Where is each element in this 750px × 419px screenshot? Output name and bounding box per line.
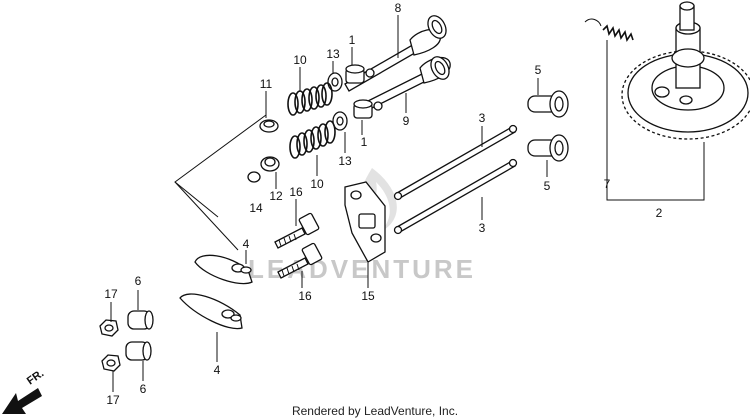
front-label: FR. <box>25 367 46 387</box>
callout-13: 13 <box>338 154 352 168</box>
exhaust-valve <box>365 56 451 110</box>
valve-spring-lower <box>289 120 336 159</box>
callout-14: 14 <box>249 201 263 215</box>
callout-3: 3 <box>479 221 486 235</box>
footer-credit: Rendered by LeadVenture, Inc. <box>292 404 458 418</box>
rocker-arm-lower <box>179 293 243 330</box>
callout-5: 5 <box>544 179 551 193</box>
callout-15: 15 <box>361 289 375 303</box>
valve-seat-11 <box>259 119 279 133</box>
push-rod-guide-plate <box>344 181 386 263</box>
callout-11: 11 <box>260 77 273 91</box>
callout-3: 3 <box>479 111 486 125</box>
callout-12: 12 <box>269 189 283 203</box>
valve-retainer-lower <box>353 99 383 119</box>
callout-6: 6 <box>140 382 147 396</box>
group-bracket-right <box>606 40 705 201</box>
push-rod-lower <box>393 158 518 235</box>
valve-cap-14 <box>247 171 261 183</box>
callout-16: 16 <box>289 185 303 199</box>
valve-lifter-lower <box>527 134 569 162</box>
valve-spring-upper <box>287 82 333 116</box>
valve-seal-12 <box>260 156 280 172</box>
collar-upper <box>127 310 154 330</box>
callout-8: 8 <box>395 1 402 15</box>
nut-lower <box>101 354 121 372</box>
push-rod-upper <box>393 124 518 201</box>
spring-seat-lower <box>332 111 348 131</box>
callout-17: 17 <box>106 393 120 407</box>
group-bracket-left <box>174 114 267 251</box>
callout-17: 17 <box>104 287 118 301</box>
collar-lower <box>125 341 152 361</box>
callout-5: 5 <box>535 63 542 77</box>
valve-retainer-upper <box>345 64 375 84</box>
rocker-arm-upper <box>194 254 253 285</box>
watermark-text: LEADVENTURE <box>248 254 476 284</box>
pivot-bolt-lower <box>277 242 323 279</box>
callout-2: 2 <box>656 206 663 220</box>
callout-labels: 8 13 1 10 11 9 13 1 10 12 14 16 4 16 15 … <box>104 1 662 407</box>
callout-10: 10 <box>310 177 324 191</box>
camshaft-gear <box>621 1 750 140</box>
callout-1: 1 <box>361 135 368 149</box>
decompressor-spring <box>584 18 634 42</box>
callout-4: 4 <box>214 363 221 377</box>
callout-10: 10 <box>293 53 307 67</box>
callout-16: 16 <box>298 289 312 303</box>
pivot-bolt-upper <box>274 212 320 249</box>
leader-lines <box>110 15 548 392</box>
callout-9: 9 <box>403 114 410 128</box>
callout-7: 7 <box>604 177 611 191</box>
spring-seat-upper <box>327 72 343 92</box>
callout-13: 13 <box>326 47 340 61</box>
callout-4: 4 <box>243 237 250 251</box>
callout-1: 1 <box>349 33 356 47</box>
callout-6: 6 <box>135 274 142 288</box>
valve-lifter-upper <box>527 90 569 118</box>
nut-upper <box>99 319 119 337</box>
front-direction-arrow: FR. <box>2 367 46 414</box>
